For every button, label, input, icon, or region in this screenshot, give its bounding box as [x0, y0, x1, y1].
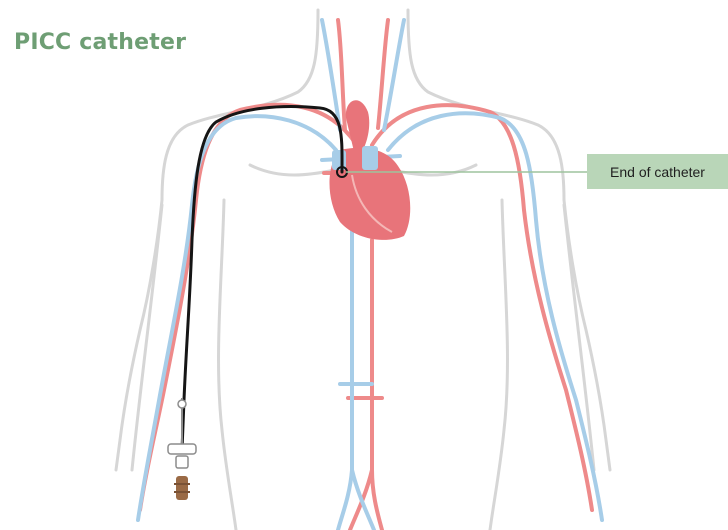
end-of-catheter-label: End of catheter	[587, 154, 728, 189]
arteries	[140, 20, 592, 530]
page-title: PICC catheter	[14, 30, 186, 55]
end-of-catheter-text: End of catheter	[610, 164, 705, 180]
catheter	[168, 107, 347, 500]
catheter-line	[182, 107, 342, 450]
catheter-hub-icon	[168, 398, 196, 500]
